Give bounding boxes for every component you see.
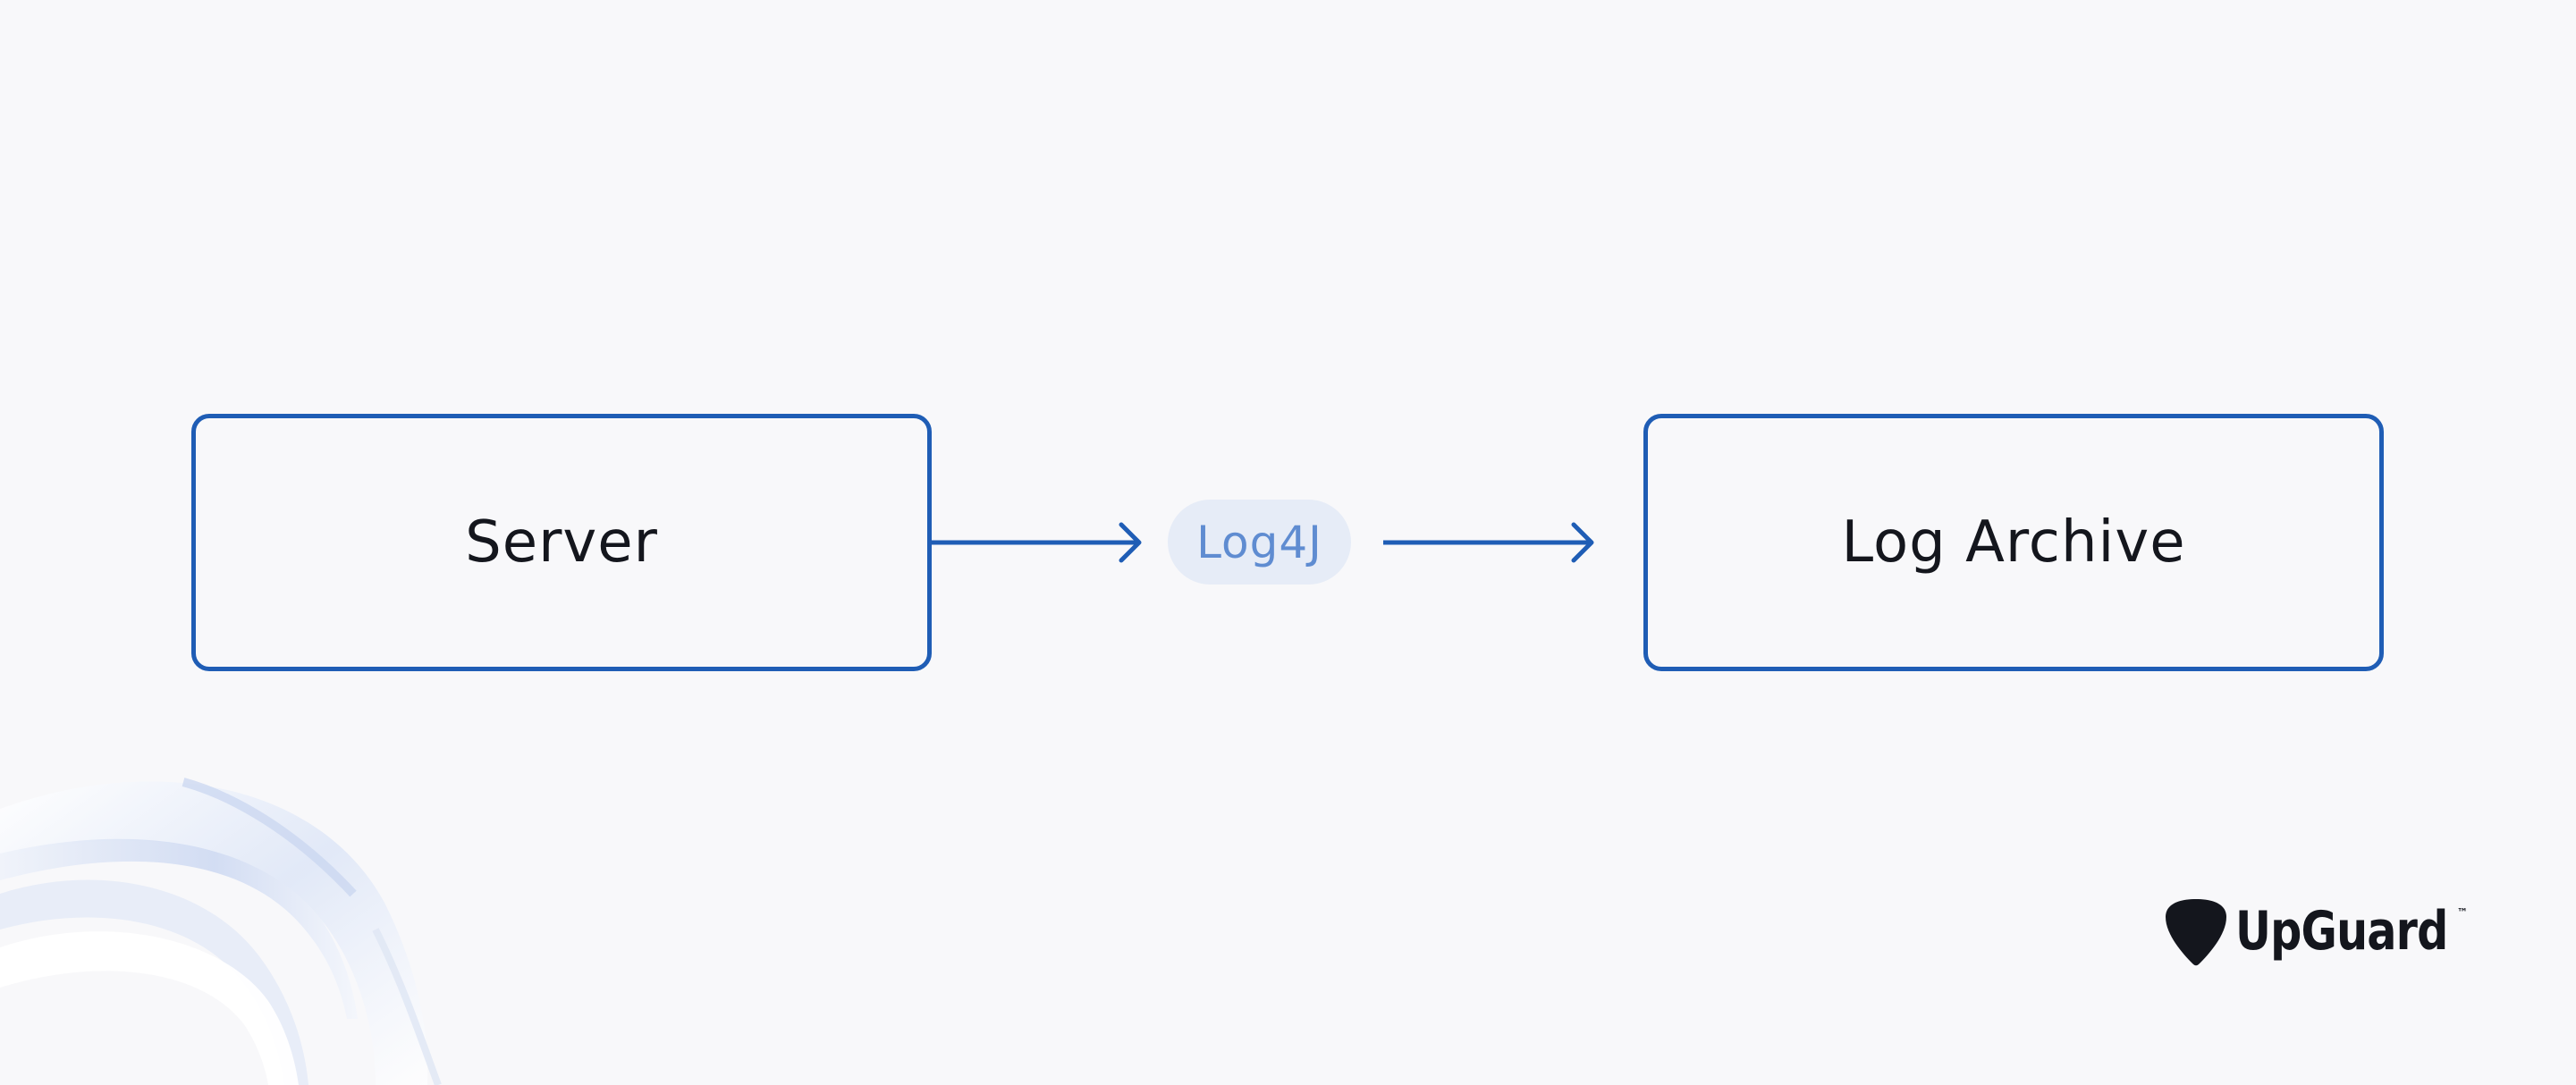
log-archive-node: Log Archive <box>1643 414 2384 671</box>
guitar-pick-shield-icon <box>2166 899 2226 966</box>
log4j-label: Log4J <box>1196 516 1322 568</box>
server-label: Server <box>465 509 658 576</box>
brand-name: UpGuard <box>2235 900 2448 963</box>
log-archive-label: Log Archive <box>1841 509 2186 576</box>
log4j-edge-label: Log4J <box>1168 500 1351 585</box>
upguard-logo: UpGuard ™ <box>2164 894 2495 969</box>
arrow-server-to-log4j <box>932 522 1142 563</box>
arrow-log4j-to-archive <box>1383 522 1594 563</box>
brand-trademark: ™ <box>2457 906 2468 919</box>
server-node: Server <box>191 414 932 671</box>
